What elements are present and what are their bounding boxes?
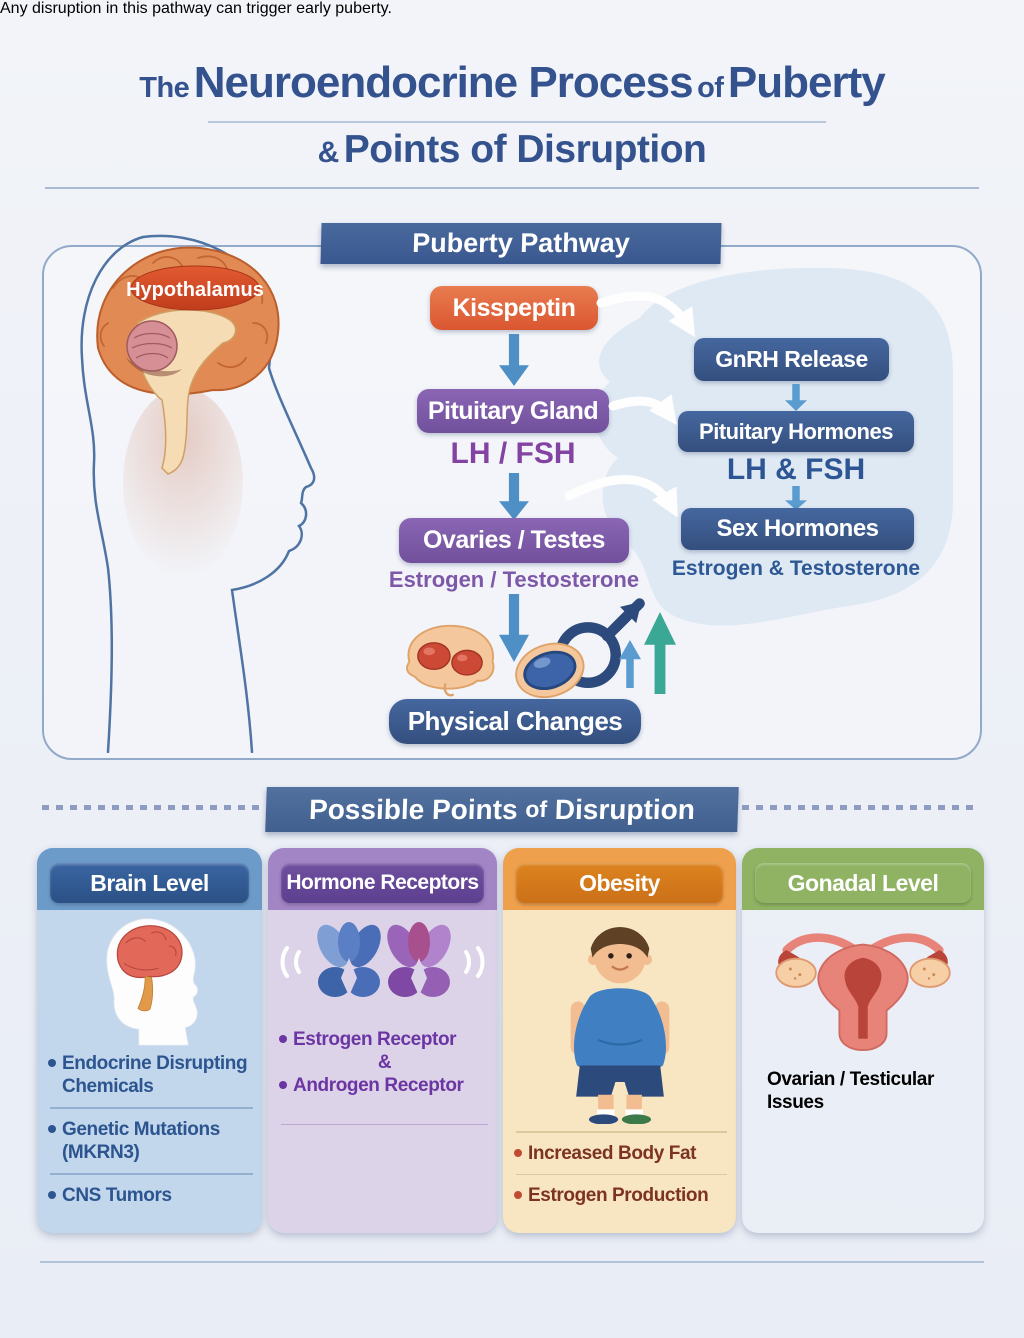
bullet-icon bbox=[48, 1059, 62, 1067]
card-hormone-receptors-header: Hormone Receptors bbox=[281, 863, 484, 903]
card-gonadal-level: Gonadal Level Ovarian / Testicular Issue… bbox=[742, 848, 984, 1233]
pituitary-hormones-label: Pituitary Hormones bbox=[699, 418, 893, 444]
bullet-icon bbox=[48, 1191, 62, 1199]
footer-note: Any disruption in this pathway can trigg… bbox=[0, 0, 392, 17]
title-main: Neuroendocrine Process bbox=[193, 58, 694, 107]
lh-and-fsh-label: LH & FSH bbox=[726, 453, 866, 486]
pituitary-gland-label: Pituitary Gland bbox=[427, 396, 599, 425]
separator bbox=[50, 1173, 253, 1175]
list-item: Ovarian / Testicular Issues bbox=[753, 1068, 977, 1114]
card-brain-level-list: Endocrine Disrupting Chemicals Genetic M… bbox=[48, 1052, 255, 1207]
ovaries-testes-box: Ovaries / Testes bbox=[399, 518, 629, 563]
card-obesity: Obesity bbox=[503, 848, 736, 1233]
kisspeptin-box: Kisspeptin bbox=[430, 286, 598, 330]
puberty-pathway-banner-label: Puberty Pathway bbox=[411, 228, 631, 258]
androgen-receptor-icon bbox=[387, 922, 451, 997]
sex-hormones-box: Sex Hormones bbox=[681, 508, 914, 550]
dashed-divider-left bbox=[42, 805, 264, 810]
pituitary-gland-box: Pituitary Gland bbox=[417, 389, 609, 433]
hypothalamus-label: Hypothalamus bbox=[126, 279, 264, 301]
bullet-icon bbox=[514, 1191, 528, 1199]
page-title: The Neuroendocrine Process of Puberty bbox=[0, 58, 1024, 108]
bullet-icon bbox=[514, 1149, 528, 1157]
bullet-icon bbox=[753, 1075, 767, 1083]
disruption-banner-pre: Possible Points bbox=[308, 793, 519, 825]
bullet-icon bbox=[48, 1125, 62, 1133]
disruption-banner-mid: of bbox=[524, 796, 548, 822]
bullet-icon bbox=[279, 1035, 293, 1043]
list-item: Estrogen Receptor bbox=[279, 1028, 490, 1051]
list-item: CNS Tumors bbox=[48, 1184, 255, 1207]
title-of: of bbox=[697, 72, 724, 104]
card-obesity-body: Increased Body Fat Estrogen Production bbox=[503, 910, 736, 1233]
physical-changes-box: Physical Changes bbox=[389, 699, 641, 744]
card-obesity-list: Increased Body Fat Estrogen Production bbox=[514, 1122, 729, 1207]
title-divider bbox=[208, 121, 826, 123]
disruption-banner: Possible Points of Disruption bbox=[265, 787, 739, 832]
card-hormone-receptors-body: Estrogen Receptor & Androgen Receptor bbox=[268, 910, 497, 1233]
bullet-icon bbox=[279, 1081, 293, 1089]
ovary-icon bbox=[406, 624, 495, 697]
dashed-divider-right bbox=[742, 805, 978, 810]
card-gonadal-level-topstrip bbox=[742, 848, 984, 910]
card-brain-level-header: Brain Level bbox=[50, 863, 249, 903]
list-item-amp: & bbox=[377, 1052, 392, 1074]
list-item: Increased Body Fat bbox=[514, 1142, 729, 1165]
ovaries-testes-label: Ovaries / Testes bbox=[423, 526, 605, 554]
title-the: The bbox=[139, 72, 190, 104]
separator bbox=[50, 1107, 253, 1109]
separator bbox=[281, 1123, 488, 1126]
estrogen-and-testosterone-label: Estrogen & Testosterone bbox=[671, 557, 921, 580]
card-gonadal-level-body: Ovarian / Testicular Issues bbox=[742, 910, 984, 1233]
header-divider bbox=[45, 187, 979, 189]
kisspeptin-label: Kisspeptin bbox=[452, 293, 576, 322]
card-hormone-receptors: Hormone Receptors bbox=[268, 848, 497, 1233]
male-symbol-testis-icon bbox=[515, 598, 645, 699]
separator bbox=[516, 1173, 727, 1176]
list-item: Endocrine Disrupting Chemicals bbox=[48, 1052, 255, 1098]
uterus-ovaries-icon bbox=[775, 933, 951, 1052]
head-profile-brain-icon: Hypothalamus bbox=[80, 234, 316, 753]
card-hormone-receptors-list: Estrogen Receptor & Androgen Receptor bbox=[279, 1028, 490, 1134]
list-item: Estrogen Production bbox=[514, 1184, 729, 1207]
list-item: Genetic Mutations (MKRN3) bbox=[48, 1118, 255, 1164]
disruption-banner-end: Disruption bbox=[554, 793, 696, 825]
card-obesity-title: Obesity bbox=[579, 869, 660, 896]
receptor-icons bbox=[280, 922, 485, 997]
card-gonadal-level-list: Ovarian / Testicular Issues bbox=[753, 1068, 977, 1147]
footer-divider bbox=[40, 1261, 984, 1263]
gnrh-release-box: GnRH Release bbox=[694, 338, 889, 381]
page-subtitle: & Points of Disruption bbox=[0, 128, 1024, 172]
estrogen-receptor-icon bbox=[317, 922, 381, 997]
card-brain-level: Brain Level Endocrine Disrupting Chemica… bbox=[37, 848, 262, 1233]
subtitle-amp: & bbox=[317, 136, 340, 169]
pituitary-hormones-box: Pituitary Hormones bbox=[678, 411, 914, 452]
brain-head-icon bbox=[105, 918, 198, 1046]
sex-hormones-label: Sex Hormones bbox=[716, 515, 879, 542]
list-item: Androgen Receptor bbox=[279, 1074, 490, 1097]
card-brain-level-title: Brain Level bbox=[90, 869, 209, 896]
estrogen-testosterone-label: Estrogen / Testosterone bbox=[388, 567, 640, 592]
puberty-pathway-banner: Puberty Pathway bbox=[320, 223, 722, 264]
card-gonadal-level-title: Gonadal Level bbox=[787, 869, 939, 896]
card-brain-level-body: Endocrine Disrupting Chemicals Genetic M… bbox=[37, 910, 262, 1233]
card-hormone-receptors-title: Hormone Receptors bbox=[286, 871, 479, 894]
card-obesity-header: Obesity bbox=[516, 863, 723, 903]
gnrh-release-label: GnRH Release bbox=[715, 346, 868, 372]
title-puberty: Puberty bbox=[727, 58, 886, 107]
separator bbox=[516, 1131, 727, 1133]
physical-changes-label: Physical Changes bbox=[407, 706, 623, 736]
subtitle-main: Points of Disruption bbox=[343, 128, 707, 171]
separator bbox=[755, 1136, 975, 1138]
obese-boy-icon bbox=[570, 927, 669, 1124]
card-gonadal-level-header: Gonadal Level bbox=[755, 863, 971, 903]
lh-fsh-label: LH / FSH bbox=[450, 437, 576, 470]
